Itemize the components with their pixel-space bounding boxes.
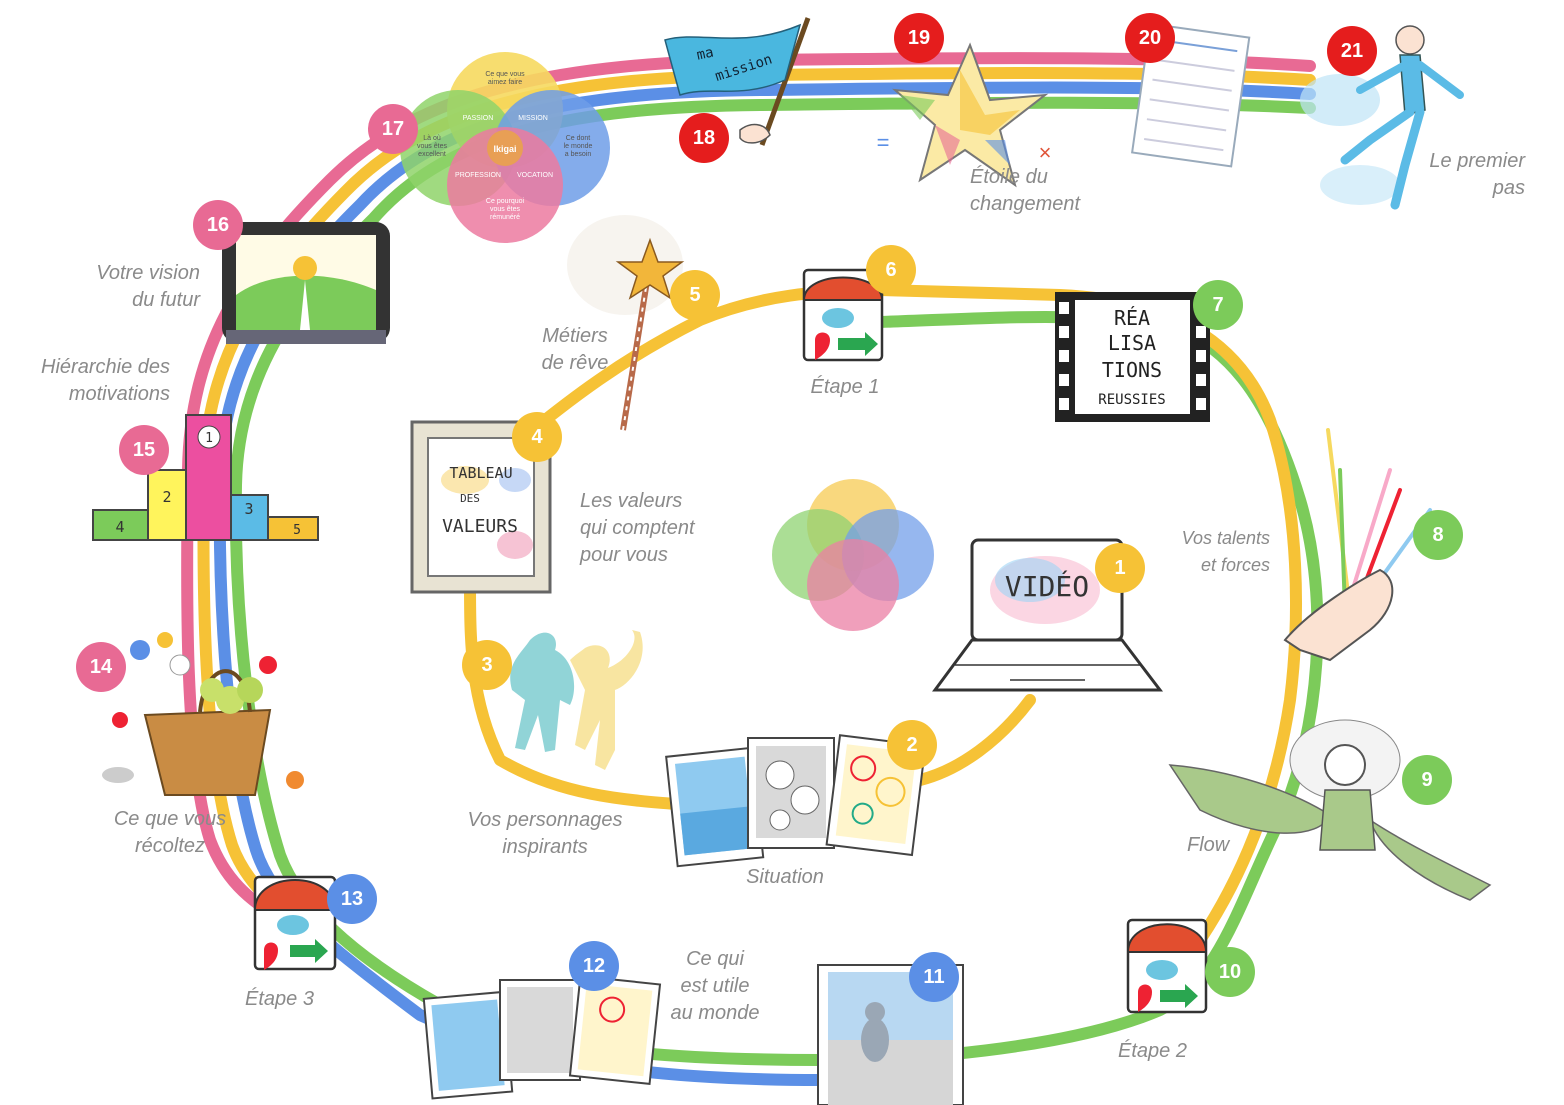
mailbox-step-2 [1126,918,1208,1014]
label-step-14: Ce que vous récoltez [113,808,227,857]
flow-figure [1168,719,1492,901]
podium-4: 4 [115,518,124,536]
mailbox-step-3 [253,875,337,971]
mission-flag: ma mission [664,17,811,146]
step-badge-7: 7 [1193,280,1243,330]
step-badge-15: 15 [119,425,169,475]
ikigai-diagram: Ikigai PASSION MISSION PROFESSION VOCATI… [400,52,610,243]
video-text: VIDÉO [1005,569,1089,603]
running-figure [1300,25,1464,210]
harvest-basket [102,632,304,796]
valeurs-line-2: DES [460,492,480,505]
step-badge-18: 18 [679,113,729,163]
realisations-line-4: REUSSIES [1098,392,1165,408]
step-badge-12: 12 [569,941,619,991]
label-step-9: Flow [1187,834,1230,856]
motivation-podium: 4 2 1 3 5 [92,414,319,541]
label-step-6: Étape 1 [810,376,880,398]
label-step-21: Le premier pas [1429,150,1525,199]
step-badge-5: 5 [670,270,720,320]
step-badge-19: 19 [894,13,944,63]
label-step-8: Vos talents et forces [1181,528,1270,575]
step-badge-14: 14 [76,642,126,692]
label-step-16: Votre vision du futur [96,262,200,311]
label-step-13: Étape 3 [245,988,314,1010]
inspiring-people [510,630,643,770]
label-step-12: Ce qui est utile au monde [670,948,760,1024]
label-step-3: Vos personnages inspirants [467,809,623,858]
change-star: = × [877,42,1052,188]
step-badge-4: 4 [512,412,562,462]
talents-arrows [1283,428,1432,662]
step-badge-13: 13 [327,874,377,924]
label-step-2: Situation [746,866,824,888]
realisations-line-1: RÉA [1114,306,1150,330]
step-badge-17: 17 [368,104,418,154]
film-realisations: RÉA LISA TIONS REUSSIES [1055,292,1210,422]
situation-cards [665,734,927,868]
ikigai-vocation: VOCATION [517,172,553,179]
realisations-line-3: TIONS [1102,358,1162,382]
mailbox-step-1 [802,268,884,362]
magic-wand [567,215,685,431]
utility-cards [422,974,662,1100]
podium-1: 1 [205,431,213,446]
star-mark-cross: × [1039,140,1052,165]
ikigai-profession: PROFESSION [455,172,501,179]
valeurs-line-1: TABLEAU [449,464,512,482]
green-lane [229,96,1324,1066]
flag-line-1: ma [695,45,715,64]
laptop-illustration: VIDÉO [932,538,1164,692]
label-step-10: Étape 2 [1118,1040,1187,1062]
ikigai-center-label: Ikigai [493,144,516,154]
podium-5: 5 [293,523,301,538]
podium-3: 3 [244,500,253,518]
step-badge-10: 10 [1205,947,1255,997]
podium-2: 2 [162,488,171,506]
step-badge-11: 11 [909,952,959,1002]
step-badge-6: 6 [866,245,916,295]
label-step-4: Les valeurs qui comptent pour vous [580,490,695,566]
realisations-line-2: LISA [1108,331,1156,355]
center-venn [772,479,934,631]
ikigai-passion: PASSION [463,115,494,122]
future-vision-screen [222,222,390,344]
label-step-15: Hiérarchie des motivations [41,356,170,405]
label-step-5: Métiers de rêve [541,325,609,374]
label-step-19: Étoile du changement [970,166,1081,215]
step-badge-9: 9 [1402,755,1452,805]
step-badge-1: 1 [1095,543,1145,593]
step-badge-21: 21 [1327,26,1377,76]
step-badge-8: 8 [1413,510,1463,560]
valeurs-line-3: VALEURS [442,516,518,537]
step-badge-16: 16 [193,200,243,250]
step-badge-3: 3 [462,640,512,690]
step-badge-2: 2 [887,720,937,770]
ikigai-mission: MISSION [518,115,548,122]
step-badge-20: 20 [1125,13,1175,63]
star-mark-equal: = [877,130,890,155]
